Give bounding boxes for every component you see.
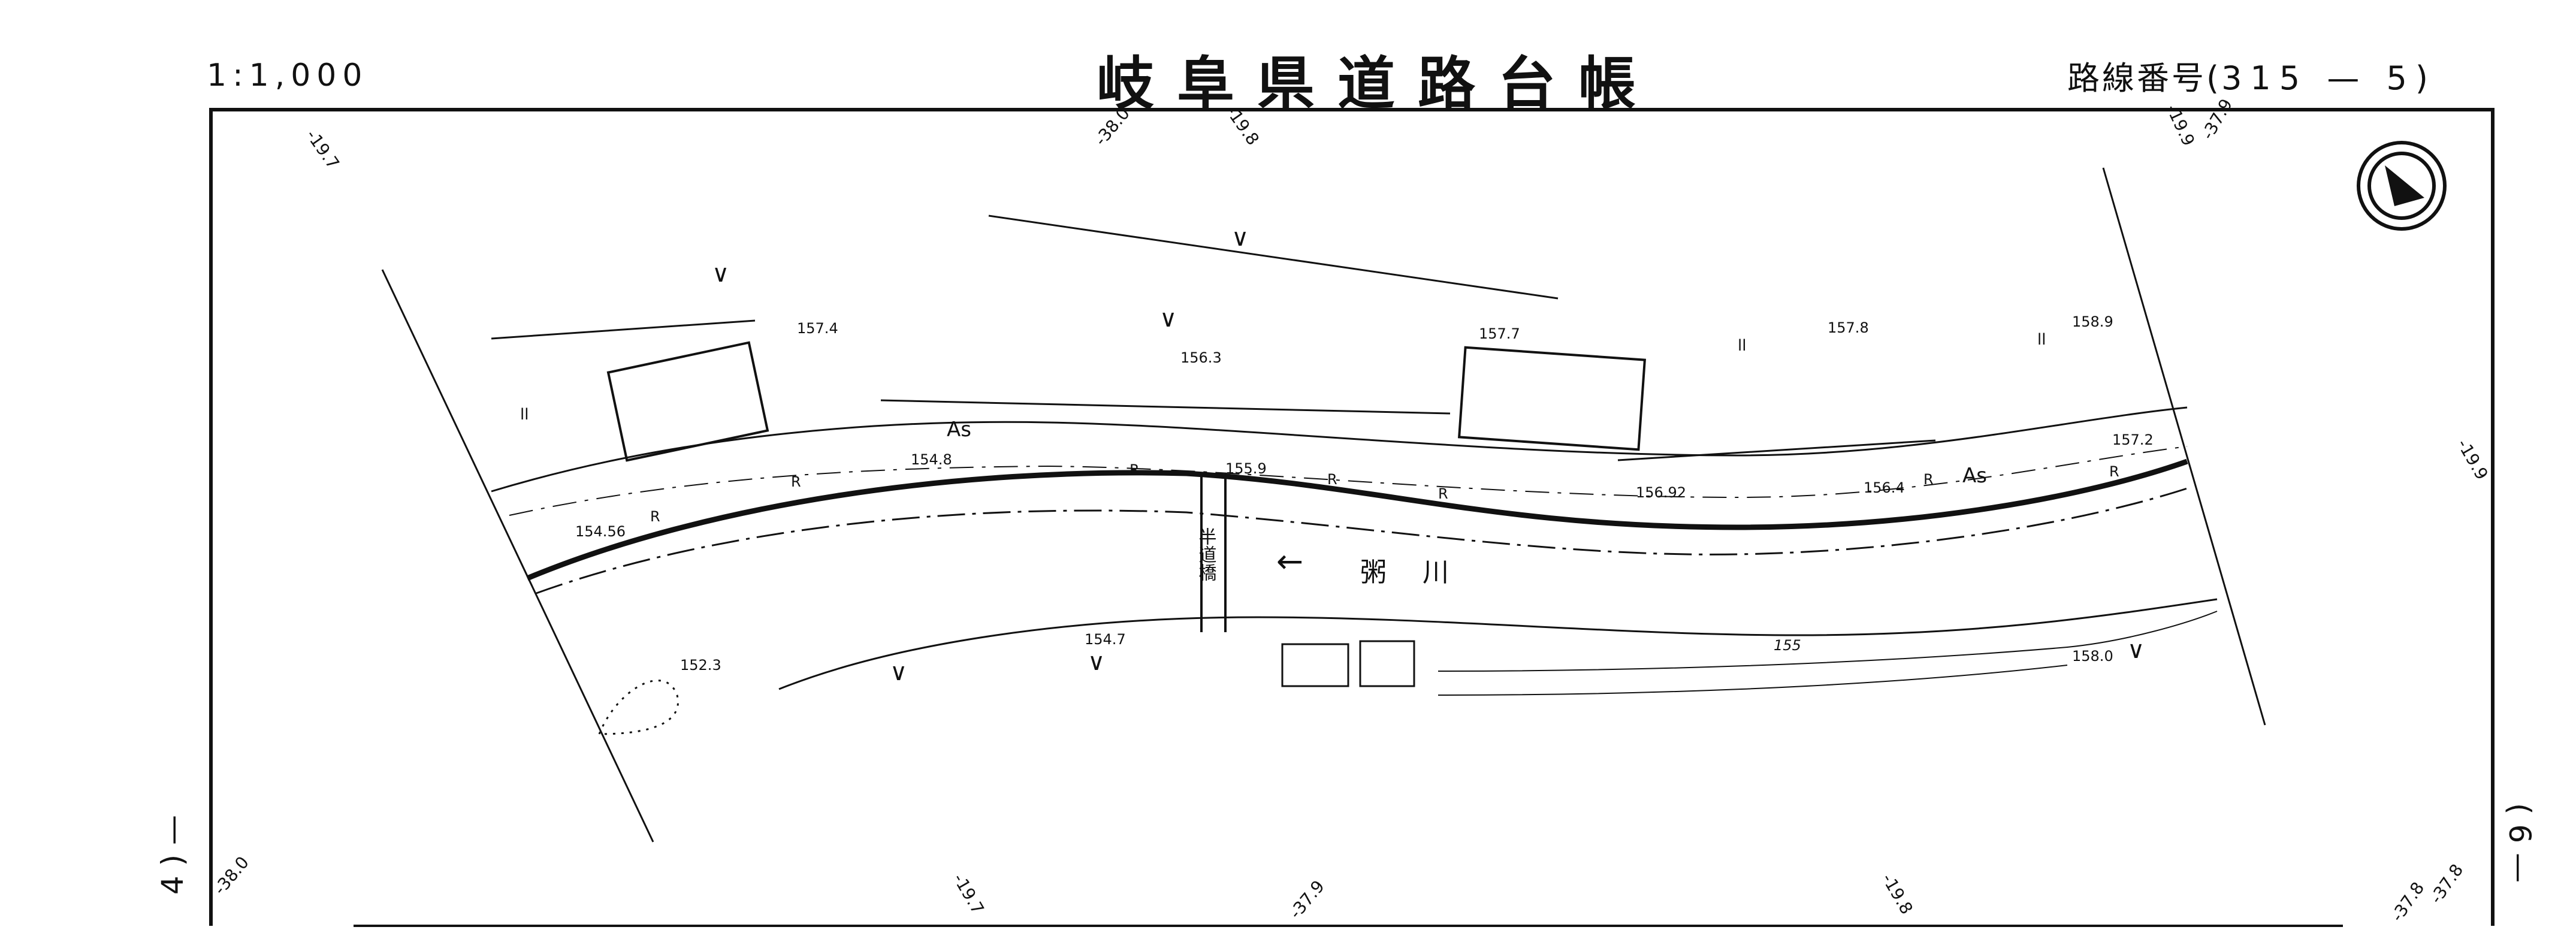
retaining-wall-label: R [1923,471,1934,488]
field-symbol: ∨ [1231,224,1249,252]
map-frame [209,108,2495,926]
sand-bank [597,680,679,735]
elevation-label: 156.3 [1180,349,1222,366]
bridge-name: 半道橋 [1195,527,1217,581]
building-3 [1281,643,1349,687]
river-contour-2 [1438,665,2068,696]
elevation-label: 158.0 [2072,648,2113,665]
elevation-label: 154.8 [911,451,952,468]
flow-arrow-icon: ← [1276,542,1303,580]
paddy-symbol: ll [520,406,529,424]
grid-tick-top: -19.7 [302,126,343,173]
north-arrow-icon [2357,141,2447,231]
field-symbol: ∨ [712,260,729,288]
elevation-label: 155.9 [1225,460,1267,477]
river-contour [1438,611,2218,672]
fence-symbols [491,215,1936,461]
page-title: 岐阜県道路台帳 [1097,50,1659,117]
field-symbol: ∨ [1159,305,1177,333]
retaining-wall-label: R [2109,463,2119,480]
building-2 [1457,346,1647,451]
section-cut-right [2102,167,2266,726]
retaining-wall-line [526,458,2188,581]
retaining-wall-label: R [1327,471,1337,488]
field-symbol: ∨ [1088,648,1105,676]
grid-tick-bottom: -37.8 [2426,861,2468,907]
field-symbol: ∨ [2127,636,2145,664]
grid-tick-bottom: -37.8 [2387,878,2429,925]
route-suffix: ) [2415,59,2430,97]
elevation-label: 152.3 [680,657,721,674]
grid-tick-bottom: -19.8 [1878,870,1917,917]
section-cut-left [381,269,654,843]
retaining-wall-label: R [650,508,660,525]
road-outer-edge [491,406,2188,493]
grid-tick-top: -37.9 [2197,95,2236,143]
grid-tick-right: -19.9 [2453,436,2492,483]
building-4 [1359,640,1415,687]
elevation-label: 157.8 [1828,319,1869,336]
bridge-structure [1200,476,1227,632]
river-name: 粥川 [1360,557,1485,588]
road-surface-label: As [947,418,971,442]
retaining-wall-label: R [1438,485,1448,502]
road [491,406,2218,696]
elevation-label: 157.7 [1479,325,1520,342]
route-number: 315 — 5 [2221,59,2415,97]
elevation-label: 157.2 [2112,431,2154,448]
grid-tick-bottom: -37.9 [1285,877,1328,923]
field-symbol: ∨ [890,659,907,686]
grid-tick-bottom: -38.0 [210,853,253,899]
building-1 [606,341,769,462]
road-center-dash [509,446,2188,516]
elevation-label: 154.7 [1085,631,1126,648]
next-sheet-label: ( 6 — [2502,803,2537,883]
river-bank-upper [536,487,2188,594]
road-surface-label: As [1962,464,1987,488]
retaining-wall-label: R [1130,461,1140,478]
paddy-symbol: ll [1738,337,1746,355]
route-prefix: 路線番号( [2067,59,2222,97]
elevation-label: 156.4 [1864,479,1905,496]
prev-sheet-label: 4 ) — [155,815,190,895]
paddy-symbol: ll [2037,331,2046,349]
elevation-label: 155 [1774,637,1801,654]
elevation-label: 158.9 [2072,313,2113,330]
grid-tick-bottom: -19.7 [949,870,988,917]
map-scale: 1:1,000 [207,58,369,93]
elevation-label: 154.56 [575,523,626,540]
retaining-wall-label: R [791,473,801,490]
river-bank-lower [778,598,2218,690]
elevation-label: 156.92 [1636,484,1686,501]
elevation-label: 157.4 [797,320,838,337]
route-number-label: 路線番号(315 — 5) [2067,52,2430,99]
